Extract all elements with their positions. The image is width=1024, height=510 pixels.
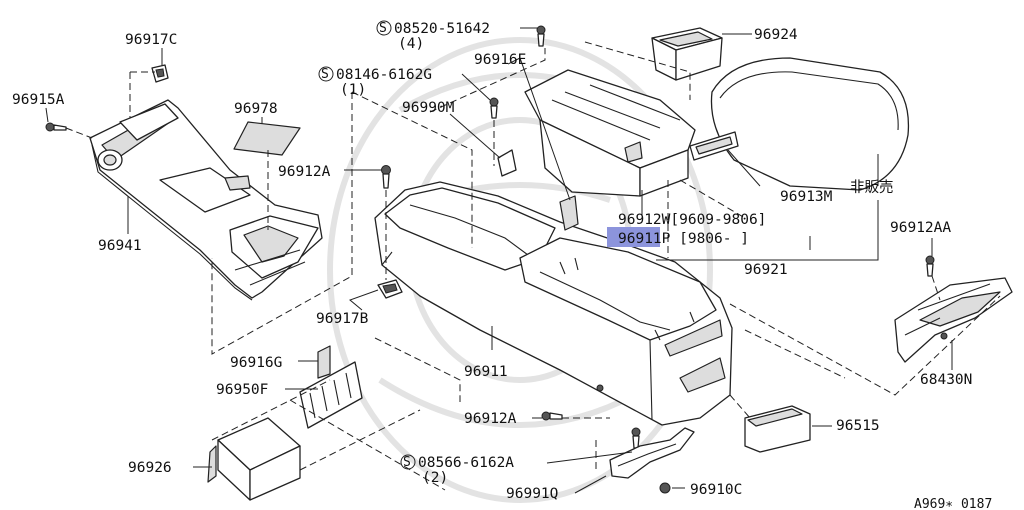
label-96912W[interactable]: 96912W[9609-9806] [618, 212, 766, 228]
label-96915A[interactable]: 96915A [12, 92, 65, 108]
label-96921[interactable]: 96921 [744, 262, 788, 278]
label-96926[interactable]: 96926 [128, 460, 172, 476]
highlight-96911P [607, 227, 660, 247]
bracket-96916E[interactable] [559, 195, 579, 231]
bracket-96916G[interactable] [317, 345, 331, 379]
box-96926[interactable] [207, 417, 301, 501]
label-screw-08566-6162A[interactable]: S 08566-6162A (2) [400, 454, 514, 486]
label-96913M[interactable]: 96913M [780, 189, 833, 205]
clip-96917B[interactable] [377, 279, 403, 299]
screw-96912A-top[interactable] [381, 165, 391, 189]
svg-text:S: S [321, 67, 329, 82]
label-screw-08146-6162G[interactable]: S 08146-6162G (1) [318, 66, 432, 98]
svg-text:(1): (1) [340, 82, 366, 98]
label-68430N[interactable]: 68430N [920, 372, 972, 388]
label-96515[interactable]: 96515 [836, 418, 880, 434]
storage-box-96921[interactable] [524, 69, 696, 197]
svg-text:S: S [403, 455, 411, 470]
label-96991Q[interactable]: 96991Q [506, 486, 558, 502]
plate-96913M[interactable] [689, 131, 739, 161]
label-96911P[interactable]: 96911P [9806- ] [618, 231, 749, 247]
label-96916G[interactable]: 96916G [230, 355, 282, 371]
label-96941[interactable]: 96941 [98, 238, 142, 254]
grille-96950F[interactable] [299, 361, 363, 429]
screw-96915A[interactable] [45, 122, 67, 132]
armrest-lid[interactable] [710, 57, 910, 191]
label-96910C[interactable]: 96910C [690, 482, 742, 498]
svg-text:08146-6162G: 08146-6162G [336, 67, 432, 83]
screw-08146-6162G[interactable] [489, 97, 499, 119]
label-96950F[interactable]: 96950F [216, 382, 268, 398]
screw-96912AA[interactable] [925, 255, 935, 277]
label-96924[interactable]: 96924 [754, 27, 798, 43]
screw-08520-51642[interactable] [536, 25, 546, 47]
screw-96912A-bottom[interactable] [541, 411, 563, 421]
label-96911[interactable]: 96911 [464, 364, 508, 380]
part-labels: 96917C 96915A 96978 96912A 96941 96917B … [12, 20, 992, 510]
pad-96978[interactable] [233, 121, 301, 156]
svg-text:(2): (2) [422, 470, 448, 486]
bracket-96991Q[interactable] [609, 427, 695, 479]
label-96917C[interactable]: 96917C [125, 32, 177, 48]
label-not-sold[interactable]: 非販売 [850, 179, 894, 196]
label-96990M[interactable]: 96990M [402, 100, 455, 116]
console-body-96911[interactable] [374, 181, 733, 426]
label-96912AA[interactable]: 96912AA [890, 220, 951, 236]
svg-text:S: S [379, 21, 387, 36]
clip-96910C[interactable] [659, 482, 671, 494]
diagram-code: A969∗ 0187 [914, 497, 992, 510]
clip-96990M[interactable] [497, 149, 517, 177]
leader-lines [45, 27, 953, 494]
label-96978[interactable]: 96978 [234, 101, 278, 117]
screw-08566-6162A[interactable] [631, 427, 641, 449]
cup-96924[interactable] [651, 27, 723, 81]
finisher-96941[interactable] [89, 99, 323, 301]
svg-text:08566-6162A: 08566-6162A [418, 455, 514, 471]
ashtray-68430N[interactable] [894, 277, 1013, 363]
dashed-guides [65, 41, 1001, 491]
clip-96917C[interactable] [151, 64, 169, 83]
label-screw-08520-51642[interactable]: S 08520-51642 (4) [376, 20, 490, 52]
svg-text:08520-51642: 08520-51642 [394, 21, 490, 37]
pocket-96515[interactable] [744, 405, 811, 453]
label-96912A-bottom[interactable]: 96912A [464, 411, 517, 427]
label-96912A-top[interactable]: 96912A [278, 164, 331, 180]
label-96916E[interactable]: 96916E [474, 52, 526, 68]
label-96917B[interactable]: 96917B [316, 311, 369, 327]
svg-text:(4): (4) [398, 36, 424, 52]
